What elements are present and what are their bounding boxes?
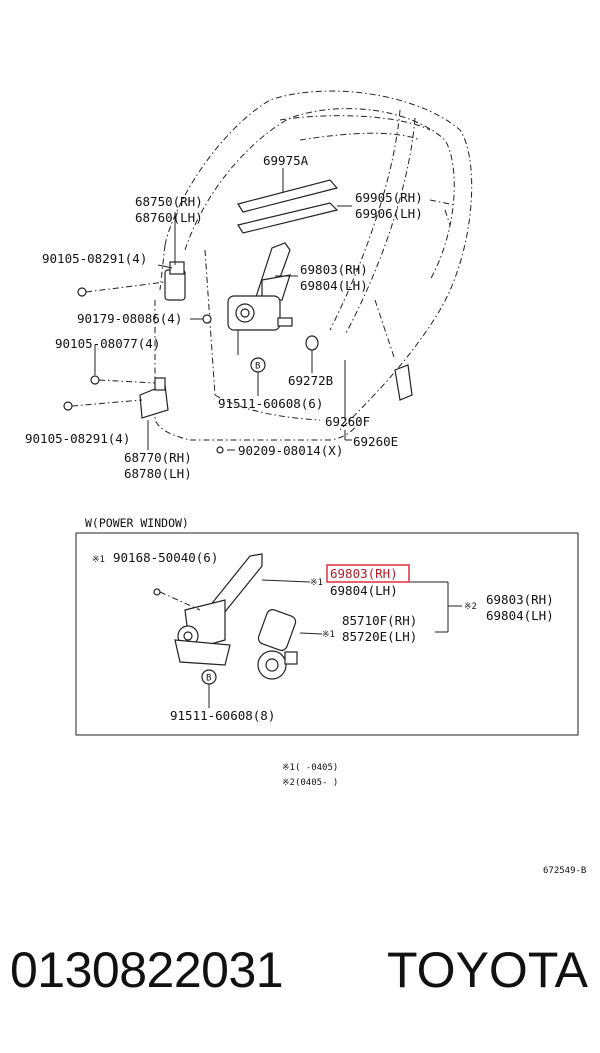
belt-weatherstrips [237,168,339,234]
brand-name: TOYOTA [387,942,588,998]
label-69803: 69803(RH) [300,262,368,277]
notes: ※1( -0405) ※2(0405- ) 672549-B [282,763,586,876]
svg-text:B: B [255,362,260,372]
label-68780: 68780(LH) [124,466,192,481]
window-regulator [227,242,298,355]
label-85720E: 85720E(LH) [342,629,417,644]
label-69975A: 69975A [263,153,309,168]
label-69260E: 69260E [353,434,398,449]
label-90179: 90179-08086(4) [77,311,182,326]
mark-1-a: ※1 [92,555,105,565]
label-69804: 69804(LH) [300,278,368,293]
label-91511-a: 91511-60608(6) [218,396,323,411]
label-69804-right: 69804(LH) [486,608,554,623]
highlight-box [326,564,410,583]
label-69804-a: 69804(LH) [330,583,398,598]
reference-code: 672549-B [543,866,586,876]
leader-lines-top [94,205,352,451]
door-check-parts [63,261,224,454]
label-90105-08291-a: 90105-08291(4) [42,251,147,266]
callout-b-top: B [250,357,266,396]
door-outline [154,90,473,441]
label-68770: 68770(RH) [124,450,192,465]
label-90105-08077: 90105-08077(4) [55,336,160,351]
label-69803-right: 69803(RH) [486,592,554,607]
mark-2: ※2 [464,602,477,612]
label-69906: 69906(LH) [355,206,423,221]
label-85710F: 85710F(RH) [342,613,417,628]
label-69272B: 69272B [288,373,333,388]
label-68750: 68750(RH) [135,194,203,209]
label-68760: 68760(LH) [135,210,203,225]
label-90209: 90209-08014(X) [238,443,343,458]
mark-1-b: ※1 [310,578,323,588]
label-90168: 90168-50040(6) [113,550,218,565]
svg-text:B: B [206,674,211,684]
power-window-box: W(POWER WINDOW) B ※1 90168-50040(6) ※1 6… [75,516,579,736]
label-69905: 69905(RH) [355,190,423,205]
label-69260F: 69260F [325,414,370,429]
part-number: 0130822031 [10,942,284,998]
label-90105-08291-c: 90105-08291(4) [25,431,130,446]
footer: 0130822031 TOYOTA [0,935,600,1015]
note-2: ※2(0405- ) [282,778,338,788]
mark-1-c: ※1 [322,630,335,640]
label-91511-b: 91511-60608(8) [170,708,275,723]
parts-diagram: B 69975A 68750(RH) 68760(LH) 69905(RH) 6… [25,90,586,876]
labels-top: 69975A 68750(RH) 68760(LH) 69905(RH) 699… [25,153,423,481]
box-title: W(POWER WINDOW) [85,516,189,530]
note-1: ※1( -0405) [282,763,338,773]
label-69803-highlight: 69803(RH) [330,566,398,581]
